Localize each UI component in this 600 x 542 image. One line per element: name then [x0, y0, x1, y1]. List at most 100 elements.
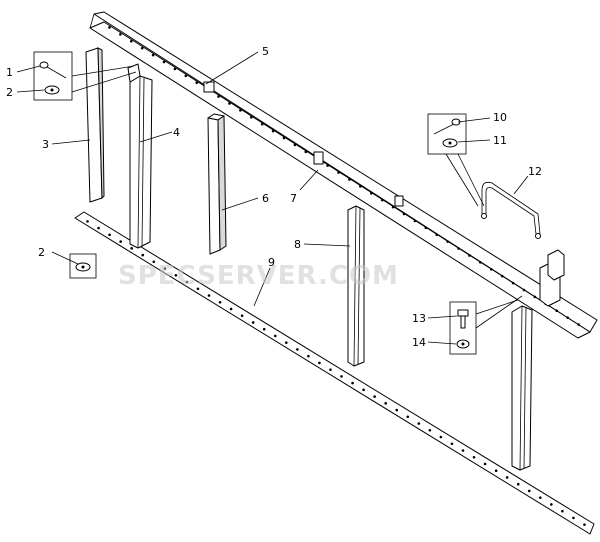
rail-hole [108, 26, 111, 29]
rail-hole [285, 341, 288, 344]
lower-right-post [511, 305, 533, 471]
callout-7: 7 [290, 192, 297, 205]
rail-hole [468, 254, 471, 257]
rail-hole [500, 274, 504, 278]
rail-hole [260, 122, 264, 126]
rail-hole [195, 81, 199, 85]
rail-hole [86, 220, 89, 223]
rail-hole [151, 53, 155, 57]
washer-2-lower [69, 253, 97, 279]
rail-hole [329, 368, 332, 371]
rail-hole [533, 295, 537, 299]
rail-hole [185, 280, 189, 284]
callout-11: 11 [493, 134, 507, 147]
rail-hole [304, 150, 308, 154]
callout-4: 4 [173, 126, 180, 139]
rail-hole [561, 509, 564, 513]
rail-hole [395, 408, 399, 412]
lower-rail [74, 211, 595, 535]
rail-hole [494, 469, 498, 473]
rail-hole [273, 334, 277, 338]
rail-hole [351, 381, 354, 385]
rail-hole [413, 219, 417, 223]
rail-clamp [203, 81, 215, 93]
callout-10: 10 [493, 111, 507, 124]
rail-clamp [394, 195, 404, 207]
rail-hole [307, 354, 310, 358]
rail-hole [522, 288, 526, 292]
rail-hole [450, 442, 454, 446]
rail-hole [130, 247, 133, 250]
fastener-group-10-11 [427, 113, 485, 207]
rail-hole [577, 323, 580, 326]
callout-13: 13 [412, 312, 426, 325]
callout-5: 5 [262, 45, 269, 58]
rail-hole [296, 348, 299, 351]
callout-9: 9 [268, 256, 275, 269]
callout-6: 6 [262, 192, 269, 205]
callout-14: 14 [412, 336, 426, 349]
rail-clamp [313, 151, 324, 165]
rail-hole [282, 136, 286, 140]
rail-hole [439, 435, 443, 439]
lower-rail-holes [86, 220, 586, 526]
rail-hole [228, 102, 231, 105]
fastener-group-13-14 [449, 295, 523, 355]
rail-hole [527, 489, 531, 493]
part-8-channel-post [347, 205, 365, 367]
rail-hole [373, 395, 376, 398]
rail-hole [184, 74, 188, 78]
upper-rail [89, 11, 598, 339]
rail-hole [141, 253, 145, 257]
rail-hole [539, 496, 542, 499]
rail-hole [340, 375, 343, 378]
rail-hole [380, 198, 384, 202]
callout-1: 1 [6, 66, 13, 79]
rail-hole [196, 287, 200, 291]
rail-hole [348, 178, 351, 181]
rail-hole [505, 476, 509, 479]
rail-hole [162, 60, 166, 64]
watermark-text: SPECSERVER.COM [118, 261, 399, 291]
rail-hole [479, 261, 482, 264]
rail-hole [337, 171, 340, 174]
callout-labels: 1 2 3 4 5 6 7 2 8 9 10 11 12 13 14 [6, 45, 542, 349]
rail-hole [240, 314, 244, 318]
rail-hole [207, 294, 211, 297]
rail-hole [239, 109, 242, 112]
rail-hole [293, 143, 297, 147]
callout-12: 12 [528, 165, 542, 178]
rail-hole [472, 455, 476, 459]
rail-hole [572, 516, 575, 520]
callout-2-upper: 2 [6, 86, 13, 99]
fastener-group-1-2 [33, 51, 137, 101]
rail-hole [461, 449, 465, 452]
rail-hole [152, 260, 156, 264]
rail-hole [318, 361, 321, 365]
rail-hole [428, 428, 432, 432]
rail-hole [108, 233, 111, 237]
rail-hole [406, 415, 410, 419]
rail-hole [391, 205, 395, 209]
part-12-bent-rod [481, 181, 541, 239]
rail-hole [402, 212, 406, 216]
rail-hole [384, 402, 387, 405]
rail-hole [359, 185, 362, 188]
rail-hole [249, 115, 253, 119]
rail-hole [251, 321, 255, 324]
rail-hole [217, 95, 220, 98]
part-4-channel-post [127, 63, 153, 249]
callout-3: 3 [42, 138, 49, 151]
rail-hole [97, 226, 100, 230]
rail-hole [173, 67, 177, 71]
rail-hole [583, 523, 586, 526]
callout-8: 8 [294, 238, 301, 251]
rail-hole [516, 482, 520, 486]
rail-hole [550, 503, 553, 506]
rail-hole [566, 316, 569, 319]
rail-hole [326, 164, 329, 167]
rail-hole [511, 281, 515, 285]
leader-lines [16, 51, 529, 345]
rail-hole [271, 129, 275, 133]
